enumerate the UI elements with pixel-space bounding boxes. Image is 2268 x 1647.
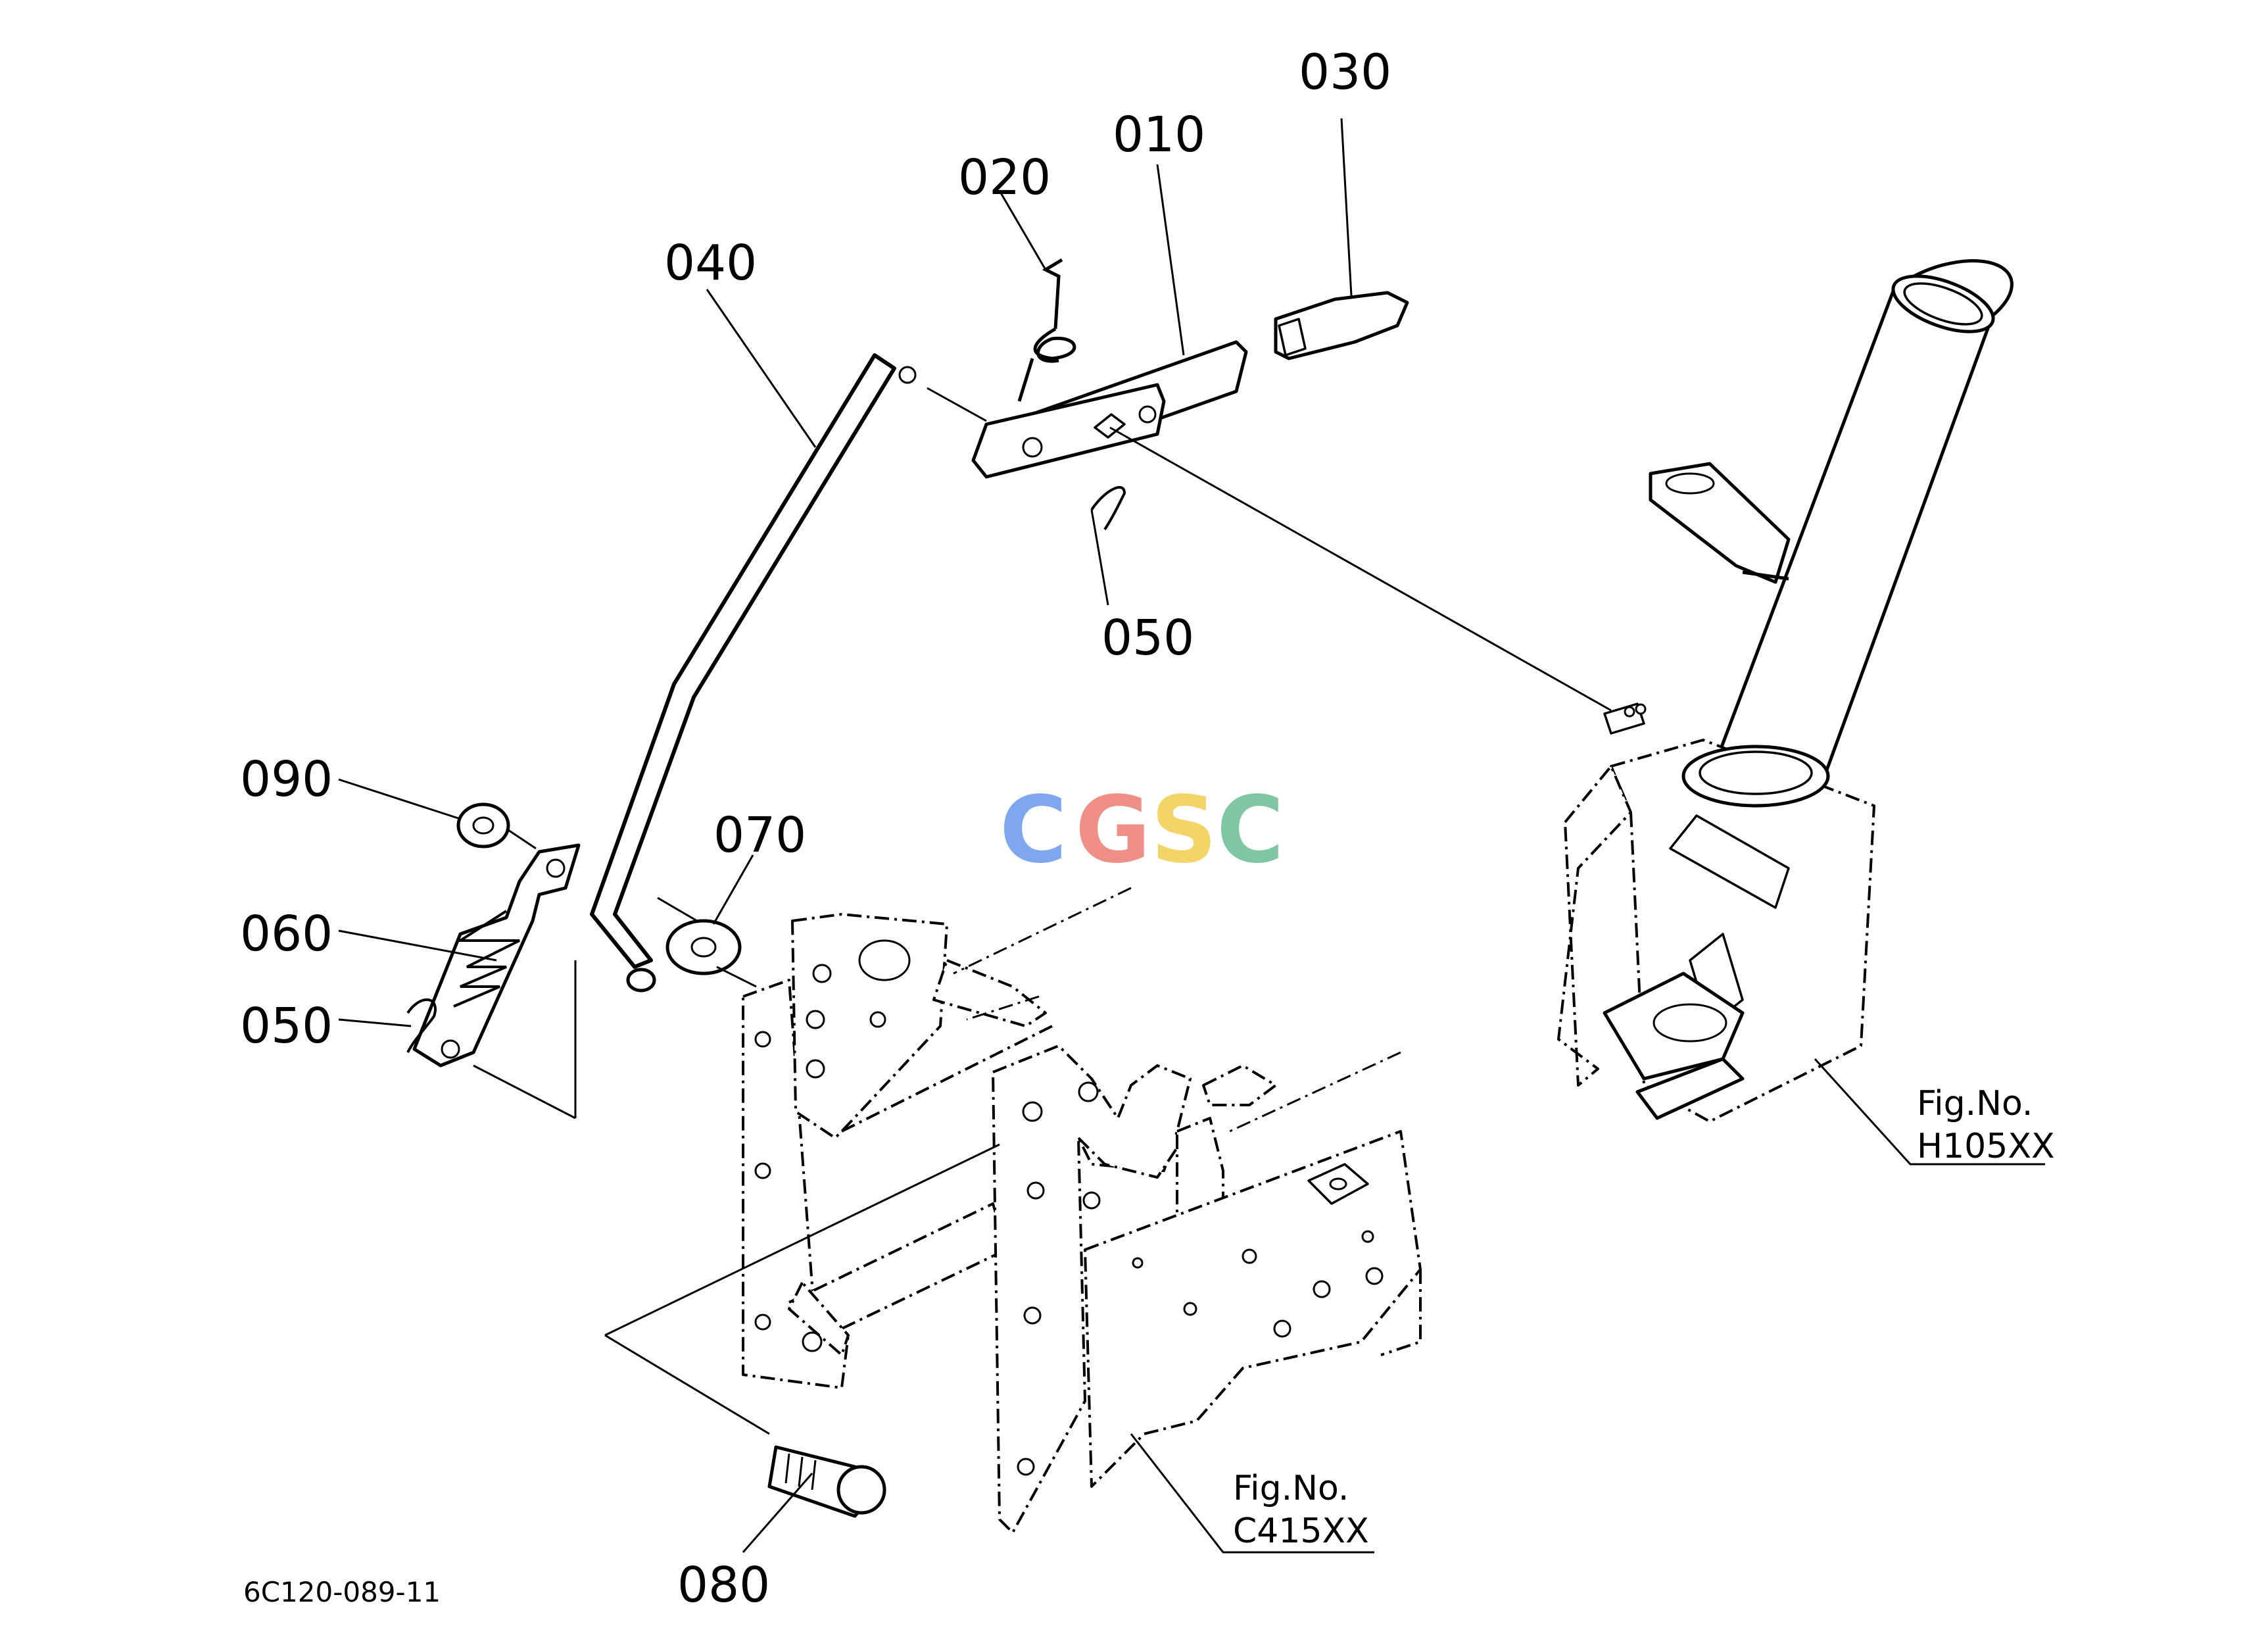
- callout-080: 080: [677, 1557, 770, 1613]
- callout-060: 060: [240, 906, 333, 962]
- frame-assembly: [742, 887, 1422, 1534]
- fig-ref-label: Fig.No.: [1917, 1084, 2033, 1123]
- figure-refs: Fig.No. H105XX Fig.No. C415XX: [1233, 1084, 2055, 1551]
- watermark-letter: G: [1075, 777, 1151, 884]
- leader-lines: [338, 118, 2045, 1554]
- callout-090: 090: [240, 751, 333, 808]
- callout-050-top: 050: [1101, 610, 1194, 666]
- watermark-letter: C: [1000, 777, 1067, 884]
- parts-010-020-030: [971, 258, 1409, 531]
- fig-ref-number: C415XX: [1233, 1512, 1369, 1551]
- callout-020: 020: [958, 149, 1051, 206]
- callout-050-left: 050: [240, 998, 333, 1054]
- fig-ref-label: Fig.No.: [1233, 1469, 1349, 1508]
- rod-040: [590, 353, 917, 993]
- parts-060-070-080-090: [406, 802, 886, 1518]
- callout-040: 040: [664, 235, 757, 291]
- steering-column-assembly: [1557, 258, 2014, 1123]
- watermark-letter: C: [1217, 777, 1284, 884]
- callout-070: 070: [713, 807, 806, 864]
- watermark: C G S C: [1000, 777, 1284, 884]
- callouts: 030 010 020 040 050 090 070 060 050 080: [240, 44, 1391, 1613]
- watermark-letter: S: [1151, 777, 1217, 884]
- fig-ref-number: H105XX: [1917, 1127, 2055, 1166]
- drawing-code: 6C120-089-11: [243, 1576, 441, 1608]
- callout-010: 010: [1113, 107, 1205, 163]
- callout-030: 030: [1299, 44, 1391, 101]
